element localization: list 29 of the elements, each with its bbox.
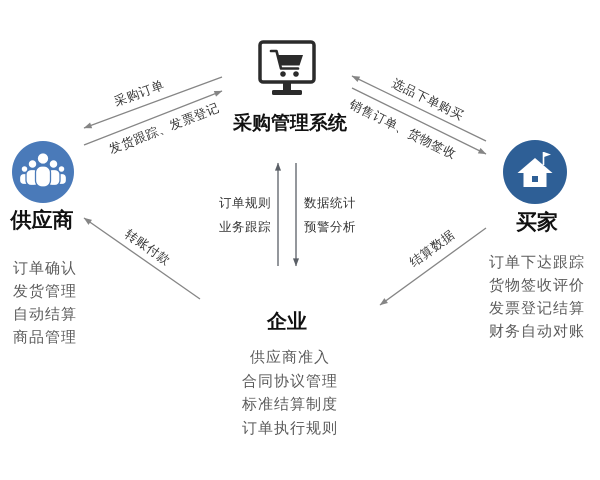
feature-text: 财务自动对账 (489, 322, 585, 341)
edge-label: 数据统计预警分析 (303, 194, 357, 236)
arrow (352, 87, 486, 155)
feature-text: 自动结算 (13, 305, 77, 324)
feature-text: 标准结算制度 (242, 395, 338, 414)
feature-text: 订单确认 (13, 259, 77, 278)
arrow (274, 162, 282, 266)
edge-label: 转账付款 (122, 226, 174, 268)
arrow (84, 76, 222, 129)
arrow (292, 163, 300, 266)
arrow (84, 217, 200, 300)
edge-label: 结算数据 (406, 227, 458, 270)
edge-label: 采购订单 (112, 76, 166, 109)
feature-text: 订单执行规则 (242, 418, 338, 438)
feature-text: 商品管理 (13, 328, 77, 347)
feature-text: 供应商准入 (250, 348, 330, 367)
feature-text: 发货管理 (13, 282, 77, 301)
arrow (84, 90, 222, 146)
node-title: 采购管理系统 (233, 112, 347, 136)
edge-label: 订单规则业务跟踪 (218, 194, 272, 236)
node-title: 供应商 (10, 207, 74, 234)
feature-text: 发票登记结算 (489, 299, 585, 318)
feature-text: 订单下达跟踪 (489, 253, 585, 272)
arrow (380, 227, 486, 306)
node-title: 买家 (516, 209, 558, 236)
feature-text: 合同协议管理 (242, 372, 338, 390)
feature-text: 货物签收评价 (489, 276, 585, 295)
node-title: 企业 (267, 309, 307, 334)
arrow (352, 75, 486, 142)
